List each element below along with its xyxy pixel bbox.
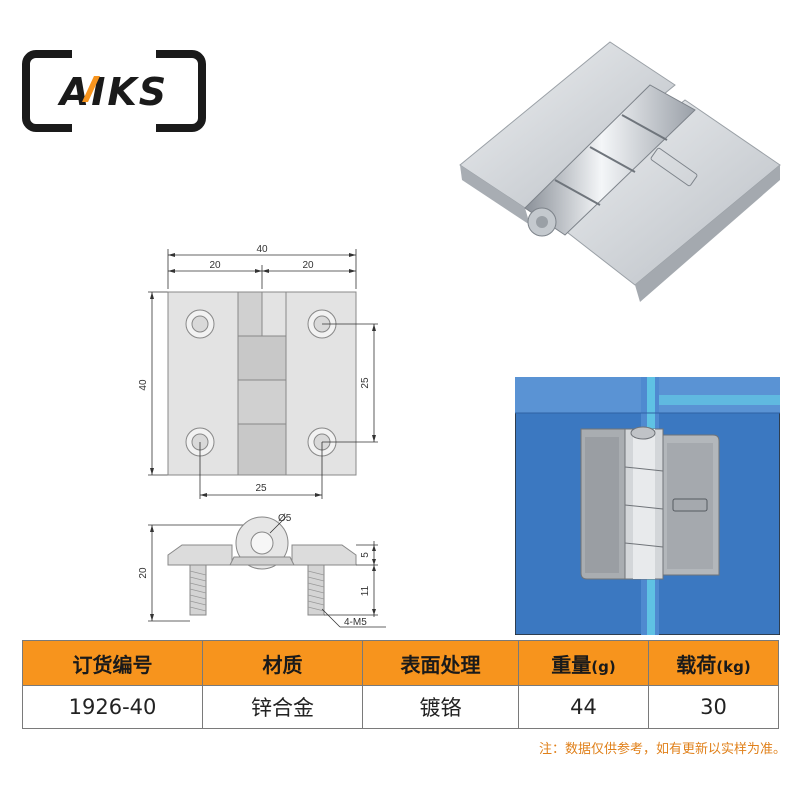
dim-screw-spec: 4-M5 bbox=[344, 617, 367, 628]
dim-side-height: 20 bbox=[138, 567, 149, 579]
dim-half-left: 20 bbox=[209, 260, 221, 271]
header-weight: 重量(g) bbox=[518, 640, 649, 686]
hinge-3d-render bbox=[450, 30, 790, 310]
dim-height: 40 bbox=[138, 379, 149, 391]
spec-table: 订货编号 材质 表面处理 重量(g) 载荷(kg) 1926-40 锌合金 镀铬… bbox=[22, 640, 779, 729]
dim-screw-length: 11 bbox=[360, 585, 371, 596]
disclaimer-note: 注：数据仅供参考，如有更新以实样为准。 bbox=[538, 742, 786, 757]
cell-load: 30 bbox=[648, 685, 779, 729]
dim-plate-thickness: 5 bbox=[360, 552, 371, 558]
dim-half-right: 20 bbox=[302, 260, 314, 271]
side-view-drawing: 20 Ø5 5 11 bbox=[130, 505, 390, 635]
table-row: 1926-40 锌合金 镀铬 44 30 bbox=[22, 685, 779, 729]
dim-total-width: 40 bbox=[256, 244, 268, 255]
brand-logo: AIKS bbox=[22, 50, 206, 132]
header-material: 材质 bbox=[202, 640, 363, 686]
dim-hole-horizontal: 25 bbox=[255, 483, 267, 494]
spec-table-header-row: 订货编号 材质 表面处理 重量(g) 载荷(kg) bbox=[22, 640, 779, 686]
cell-material: 锌合金 bbox=[202, 685, 363, 729]
dim-hole-vertical: 25 bbox=[360, 377, 371, 389]
cell-order-number: 1926-40 bbox=[22, 685, 203, 729]
logo-text: AIKS bbox=[57, 70, 168, 114]
header-order-number: 订货编号 bbox=[22, 640, 203, 686]
installation-render bbox=[515, 377, 780, 635]
header-load: 载荷(kg) bbox=[648, 640, 779, 686]
cell-weight: 44 bbox=[518, 685, 649, 729]
front-view-drawing: 40 20 20 40 25 25 bbox=[130, 235, 390, 505]
cell-surface-treatment: 镀铬 bbox=[362, 685, 519, 729]
header-surface-treatment: 表面处理 bbox=[362, 640, 519, 686]
